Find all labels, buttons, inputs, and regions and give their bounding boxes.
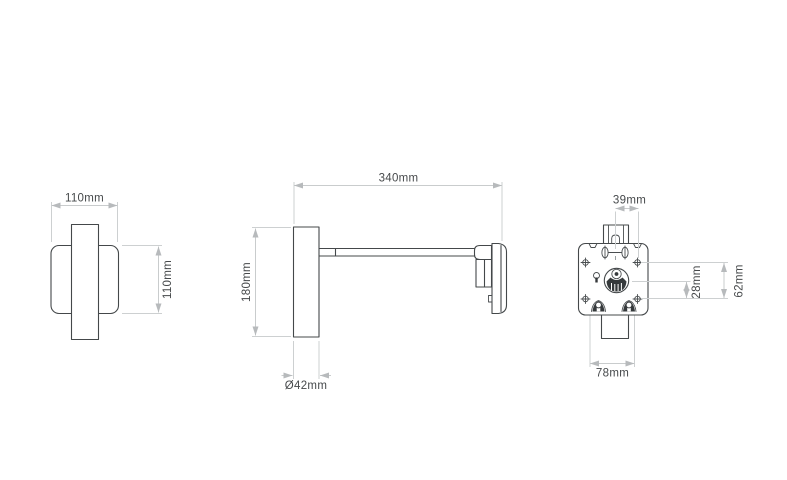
keyhole-slot (595, 277, 598, 283)
dim-back-centre-offset: 28mm (632, 262, 728, 299)
dim-label-stem-width: 39mm (613, 195, 646, 207)
dim-side-diameter: Ø42mm (281, 341, 331, 392)
dim-back-fixing-vertical: 62mm (721, 263, 746, 298)
dim-label-projection: 340mm (379, 173, 419, 185)
fixing-keyhole-right (621, 300, 637, 312)
side-view: 340mm 180mm Ø42mm (241, 173, 508, 392)
screw-hole-bottom-left (580, 294, 591, 304)
dim-front-height: 110mm (122, 245, 174, 314)
screw-hole-top-left (580, 257, 591, 268)
dim-side-projection: 340mm (293, 173, 503, 241)
dim-label-body-height: 180mm (241, 262, 253, 302)
mounting-bar (70, 223, 100, 341)
screw-hole-bottom-right (632, 294, 643, 304)
dim-label-front-width: 110mm (65, 193, 104, 205)
top-notch-right (633, 243, 642, 248)
cable-entry-ring (603, 267, 630, 294)
dim-back-stem: 39mm (613, 195, 646, 258)
bracket-screw-detail (488, 295, 493, 303)
dim-back-fixing-horizontal: 78mm (589, 315, 635, 380)
dim-label-fixing-vertical: 62mm (734, 264, 746, 297)
dim-front-width: 110mm (51, 193, 118, 242)
dim-label-centre-offset: 28mm (691, 265, 703, 298)
wall-box (600, 314, 630, 340)
bracket-body (475, 258, 493, 288)
wall-plate-profile (491, 242, 508, 315)
fixing-keyhole-left (591, 300, 606, 312)
dim-label-body-diameter: Ø42mm (285, 380, 327, 392)
lamp-body (292, 226, 320, 338)
screw-hole-top-right (632, 257, 643, 268)
front-view: 110mm 110mm (50, 193, 174, 341)
arm-saddle (473, 244, 493, 261)
top-notch-left (588, 243, 598, 248)
dim-label-fixing-horizontal: 78mm (596, 368, 629, 380)
dim-side-height: 180mm (241, 227, 291, 337)
cable-entry-screw (614, 272, 619, 276)
back-view: 39mm 28mm 62mm 78mm (577, 195, 746, 380)
backplate-outline (577, 242, 649, 316)
cable-clamp-ridges (611, 283, 622, 291)
dim-label-front-height: 110mm (162, 260, 174, 299)
cable-entry-inner (611, 268, 622, 280)
